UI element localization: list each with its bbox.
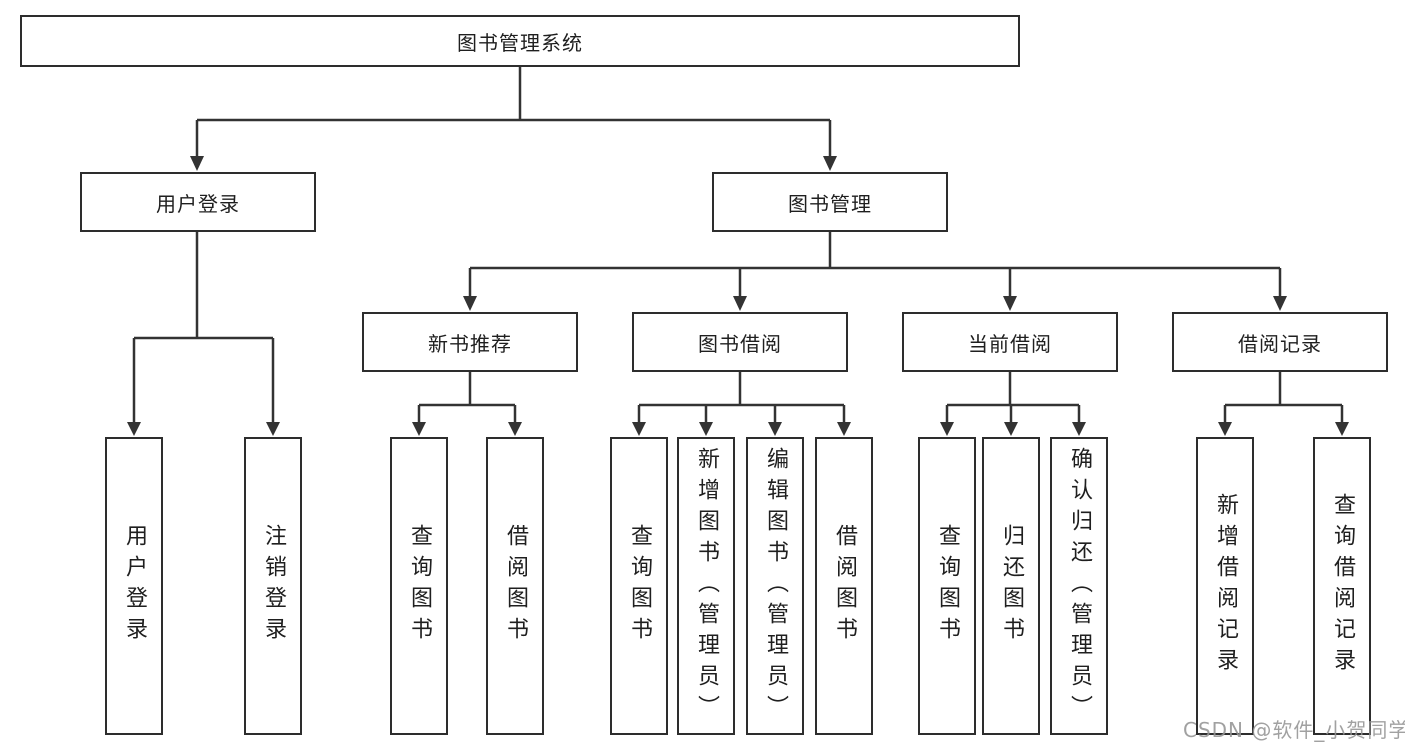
leaf-borrow-books-recommend: 借阅图书 [486,437,544,735]
node-root-system: 图书管理系统 [20,15,1020,67]
leaf-add-borrow-record: 新增借阅记录 [1196,437,1254,735]
arrowheads [127,156,1349,436]
leaf-return-books: 归还图书 [982,437,1040,735]
leaf-user-login: 用户登录 [105,437,163,735]
leaf-confirm-return-admin: 确认归还（管理员） [1050,437,1108,735]
node-new-book-recommend: 新书推荐 [362,312,578,372]
leaf-query-borrow-record: 查询借阅记录 [1313,437,1371,735]
leaf-query-books-current: 查询图书 [918,437,976,735]
node-borrow-records: 借阅记录 [1172,312,1388,372]
leaf-borrow-books: 借阅图书 [815,437,873,735]
leaf-add-books-admin: 新增图书（管理员） [677,437,735,735]
node-user-login: 用户登录 [80,172,316,232]
node-book-borrow: 图书借阅 [632,312,848,372]
leaf-edit-books-admin: 编辑图书（管理员） [746,437,804,735]
leaf-query-books-borrow: 查询图书 [610,437,668,735]
node-current-borrow: 当前借阅 [902,312,1118,372]
node-book-management: 图书管理 [712,172,948,232]
leaf-logout: 注销登录 [244,437,302,735]
csdn-watermark: CSDN @软件_小贺同学 [1183,718,1405,742]
leaf-query-books-recommend: 查询图书 [390,437,448,735]
